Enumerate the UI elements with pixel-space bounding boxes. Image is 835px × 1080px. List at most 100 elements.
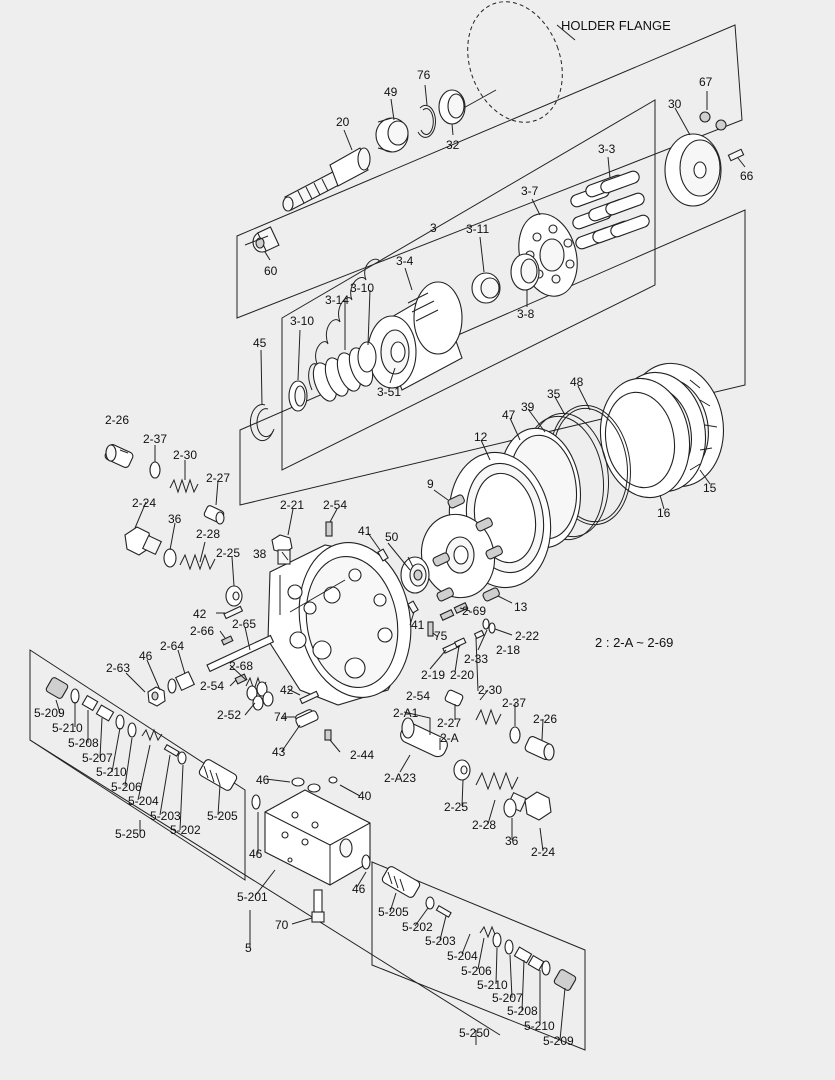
labels: HOLDER FLANGE 2 : 2-A ~ 2-69 20 49 76 32…: [34, 18, 754, 1048]
part-label: 20: [336, 115, 350, 129]
part-label: 2-19: [421, 668, 445, 682]
part-label: 67: [699, 75, 713, 89]
part-label: 2-25: [216, 546, 240, 560]
poppet-2-27-right: [444, 689, 464, 707]
part-label: 46: [352, 882, 366, 896]
part-label: 5-202: [402, 920, 433, 934]
washer-3-10: [288, 341, 377, 412]
group-box-15: [239, 209, 746, 506]
seat-2-64: [174, 670, 196, 692]
part-label: 2-A1: [393, 706, 419, 720]
group-box-3-lower: [281, 99, 656, 471]
group-box-5-250-right: [371, 861, 586, 1051]
part-label: 2-37: [143, 432, 167, 446]
seat-2-25-right: [453, 759, 471, 781]
part-label: 2-44: [350, 748, 374, 762]
part-label: 5-206: [111, 780, 142, 794]
part-label: 2-28: [196, 527, 220, 541]
seal-32: [438, 89, 466, 125]
part-label: 2-27: [206, 471, 230, 485]
spool-2-65: [206, 634, 275, 673]
seat-2-25: [225, 585, 243, 607]
part-label: 35: [547, 387, 561, 401]
part-label: 5-203: [425, 934, 456, 948]
plug-60: [252, 226, 280, 253]
bolt-70: [311, 889, 325, 923]
spring-2-30: [169, 478, 199, 494]
pin-41: [377, 548, 419, 614]
part-label: 3-7: [521, 184, 539, 198]
part-label: 75: [434, 629, 448, 643]
part-label: 2-33: [464, 652, 488, 666]
part-label: 2-54: [200, 679, 224, 693]
group-box-3-upper: [236, 24, 743, 319]
part-label: 3-3: [598, 142, 616, 156]
part-label: 2-25: [444, 800, 468, 814]
part-label: 5: [245, 941, 252, 955]
part-label: 38: [253, 547, 267, 561]
part-label: 3-11: [466, 222, 489, 236]
control-block-5-201: [264, 789, 371, 886]
o-ring-2-37-right: [509, 726, 521, 744]
pin-2-54-top: [325, 521, 333, 537]
part-label: 46: [256, 773, 270, 787]
part-label: 12: [474, 430, 488, 444]
part-label: 76: [417, 68, 431, 82]
part-label: 2-22: [515, 629, 539, 643]
pin-66: [727, 148, 745, 162]
bearing-50: [400, 556, 430, 594]
bearing-49: [375, 117, 409, 153]
leader-lines: [55, 84, 746, 1045]
plug-2-24: [124, 526, 163, 556]
part-label: 3-4: [396, 254, 414, 268]
spring-2-28-right: [475, 771, 519, 791]
part-label: 50: [385, 530, 399, 544]
group-box-5: [29, 690, 501, 1036]
part-label: 3: [430, 221, 437, 235]
thrust-plate-30: [664, 133, 722, 207]
part-label: 43: [272, 745, 286, 759]
plug-2-21: [271, 534, 293, 565]
part-label: 5-208: [68, 736, 99, 750]
part-label: 74: [274, 710, 288, 724]
part-label: 2-27: [437, 716, 461, 730]
friction-plates-15: [599, 362, 725, 499]
part-label: 2-30: [478, 683, 502, 697]
part-label: 30: [668, 97, 682, 111]
part-label: 5-203: [150, 809, 181, 823]
part-label: 41: [411, 618, 425, 632]
o-rings-46-block: [251, 777, 371, 870]
part-label: 2-37: [502, 696, 526, 710]
pin-75: [427, 621, 434, 637]
part-label: 2-20: [450, 668, 474, 682]
part-label: 2-64: [160, 639, 184, 653]
part-label: 2-24: [132, 496, 156, 510]
part-label: 39: [521, 400, 535, 414]
part-label: 46: [249, 847, 263, 861]
part-label: 5-201: [237, 890, 268, 904]
part-label: 2-21: [280, 498, 304, 512]
relief-valve-right: [381, 866, 577, 991]
part-label: 2-A: [440, 731, 459, 745]
snap-ring-45: [249, 404, 275, 442]
part-label: 2-65: [232, 617, 256, 631]
part-label: 36: [505, 834, 519, 848]
ball-67: [699, 111, 727, 131]
spool-2-A: [400, 717, 448, 758]
part-label: 41: [358, 524, 372, 538]
part-label: 2-54: [406, 689, 430, 703]
o-ring-46: [167, 678, 177, 694]
cylinder-block-3-4: [367, 281, 463, 391]
part-label: 3-8: [517, 307, 535, 321]
part-label: 49: [384, 85, 398, 99]
o-ring-36-right: [503, 798, 517, 818]
part-label: 2-63: [106, 661, 130, 675]
part-label: 5-209: [34, 706, 65, 720]
part-label: 2-68: [229, 659, 253, 673]
pin-42: [223, 605, 320, 705]
part-label: 36: [168, 512, 182, 526]
part-label: 48: [570, 375, 584, 389]
pin-2-54-mid: [234, 673, 248, 685]
o-ring-2-37: [149, 461, 161, 479]
part-label: 13: [514, 600, 528, 614]
